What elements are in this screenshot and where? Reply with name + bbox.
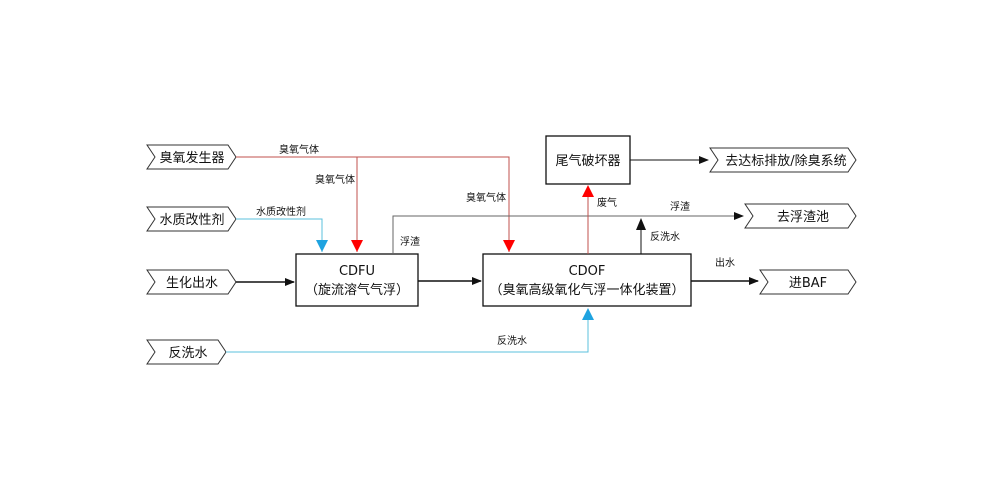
input-ozone-generator-label: 臭氧发生器 <box>159 150 224 166</box>
input-bio-effluent-label: 生化出水 <box>166 276 218 291</box>
input-water-modifier: 水质改性剂 <box>146 206 237 232</box>
input-backwash-water-label: 反洗水 <box>168 346 207 361</box>
waste-gas-label: 废气 <box>597 196 617 209</box>
output-to-baf: 进BAF <box>759 269 857 295</box>
cdfu-unit: CDFU （旋流溶气气浮） <box>295 253 419 307</box>
modifier-arrow <box>316 240 328 252</box>
backwash-up-line <box>636 218 646 254</box>
water-modifier-flow-label: 水质改性剂 <box>256 205 306 218</box>
ozone-gas-lines <box>236 156 515 252</box>
ozone-gas-label-cdfu: 臭氧气体 <box>315 173 355 186</box>
ozone-gas-label-cdof: 臭氧气体 <box>466 191 506 204</box>
backwash-up-arrow <box>636 218 646 230</box>
ozone-arrow-cdfu <box>351 240 363 252</box>
input-ozone-generator: 臭氧发生器 <box>146 144 237 170</box>
cdof-subtitle: （臭氧高级氧化气浮一体化装置） <box>489 282 684 298</box>
output-discharge-deodor: 去达标排放/除臭系统 <box>709 147 857 173</box>
cdof-unit: CDOF （臭氧高级氧化气浮一体化装置） <box>482 253 692 307</box>
scum-cdfu-label: 浮渣 <box>400 235 420 248</box>
waste-gas-arrow <box>582 185 594 197</box>
output-scum-tank: 去浮渣池 <box>744 203 857 229</box>
effluent-label: 出水 <box>715 256 735 269</box>
offgas-destructor-unit: 尾气破坏器 <box>545 135 631 185</box>
backwash-up-label: 反洗水 <box>650 231 680 243</box>
output-to-baf-label: 进BAF <box>789 276 827 291</box>
backwash-bottom-label: 反洗水 <box>497 335 527 347</box>
ozone-gas-label-top: 臭氧气体 <box>279 143 319 156</box>
output-discharge-deodor-label: 去达标排放/除臭系统 <box>725 154 846 169</box>
output-scum-tank-label: 去浮渣池 <box>777 210 829 225</box>
offgas-destructor-label: 尾气破坏器 <box>555 153 620 169</box>
input-water-modifier-label: 水质改性剂 <box>159 213 224 228</box>
scum-line <box>392 212 744 254</box>
cdfu-title: CDFU <box>339 264 375 279</box>
scum-top-label: 浮渣 <box>670 200 690 213</box>
backwash-bottom-line <box>226 308 594 353</box>
main-flow-lines <box>236 277 759 286</box>
waste-gas-line <box>582 185 594 254</box>
backwash-bottom-arrow <box>582 308 594 320</box>
water-modifier-line <box>236 218 328 252</box>
ozone-arrow-cdof <box>503 240 515 252</box>
cdof-title: CDOF <box>569 264 606 279</box>
cdfu-subtitle: （旋流溶气气浮） <box>305 282 409 298</box>
input-bio-effluent: 生化出水 <box>146 269 237 295</box>
input-backwash-water: 反洗水 <box>146 339 227 365</box>
